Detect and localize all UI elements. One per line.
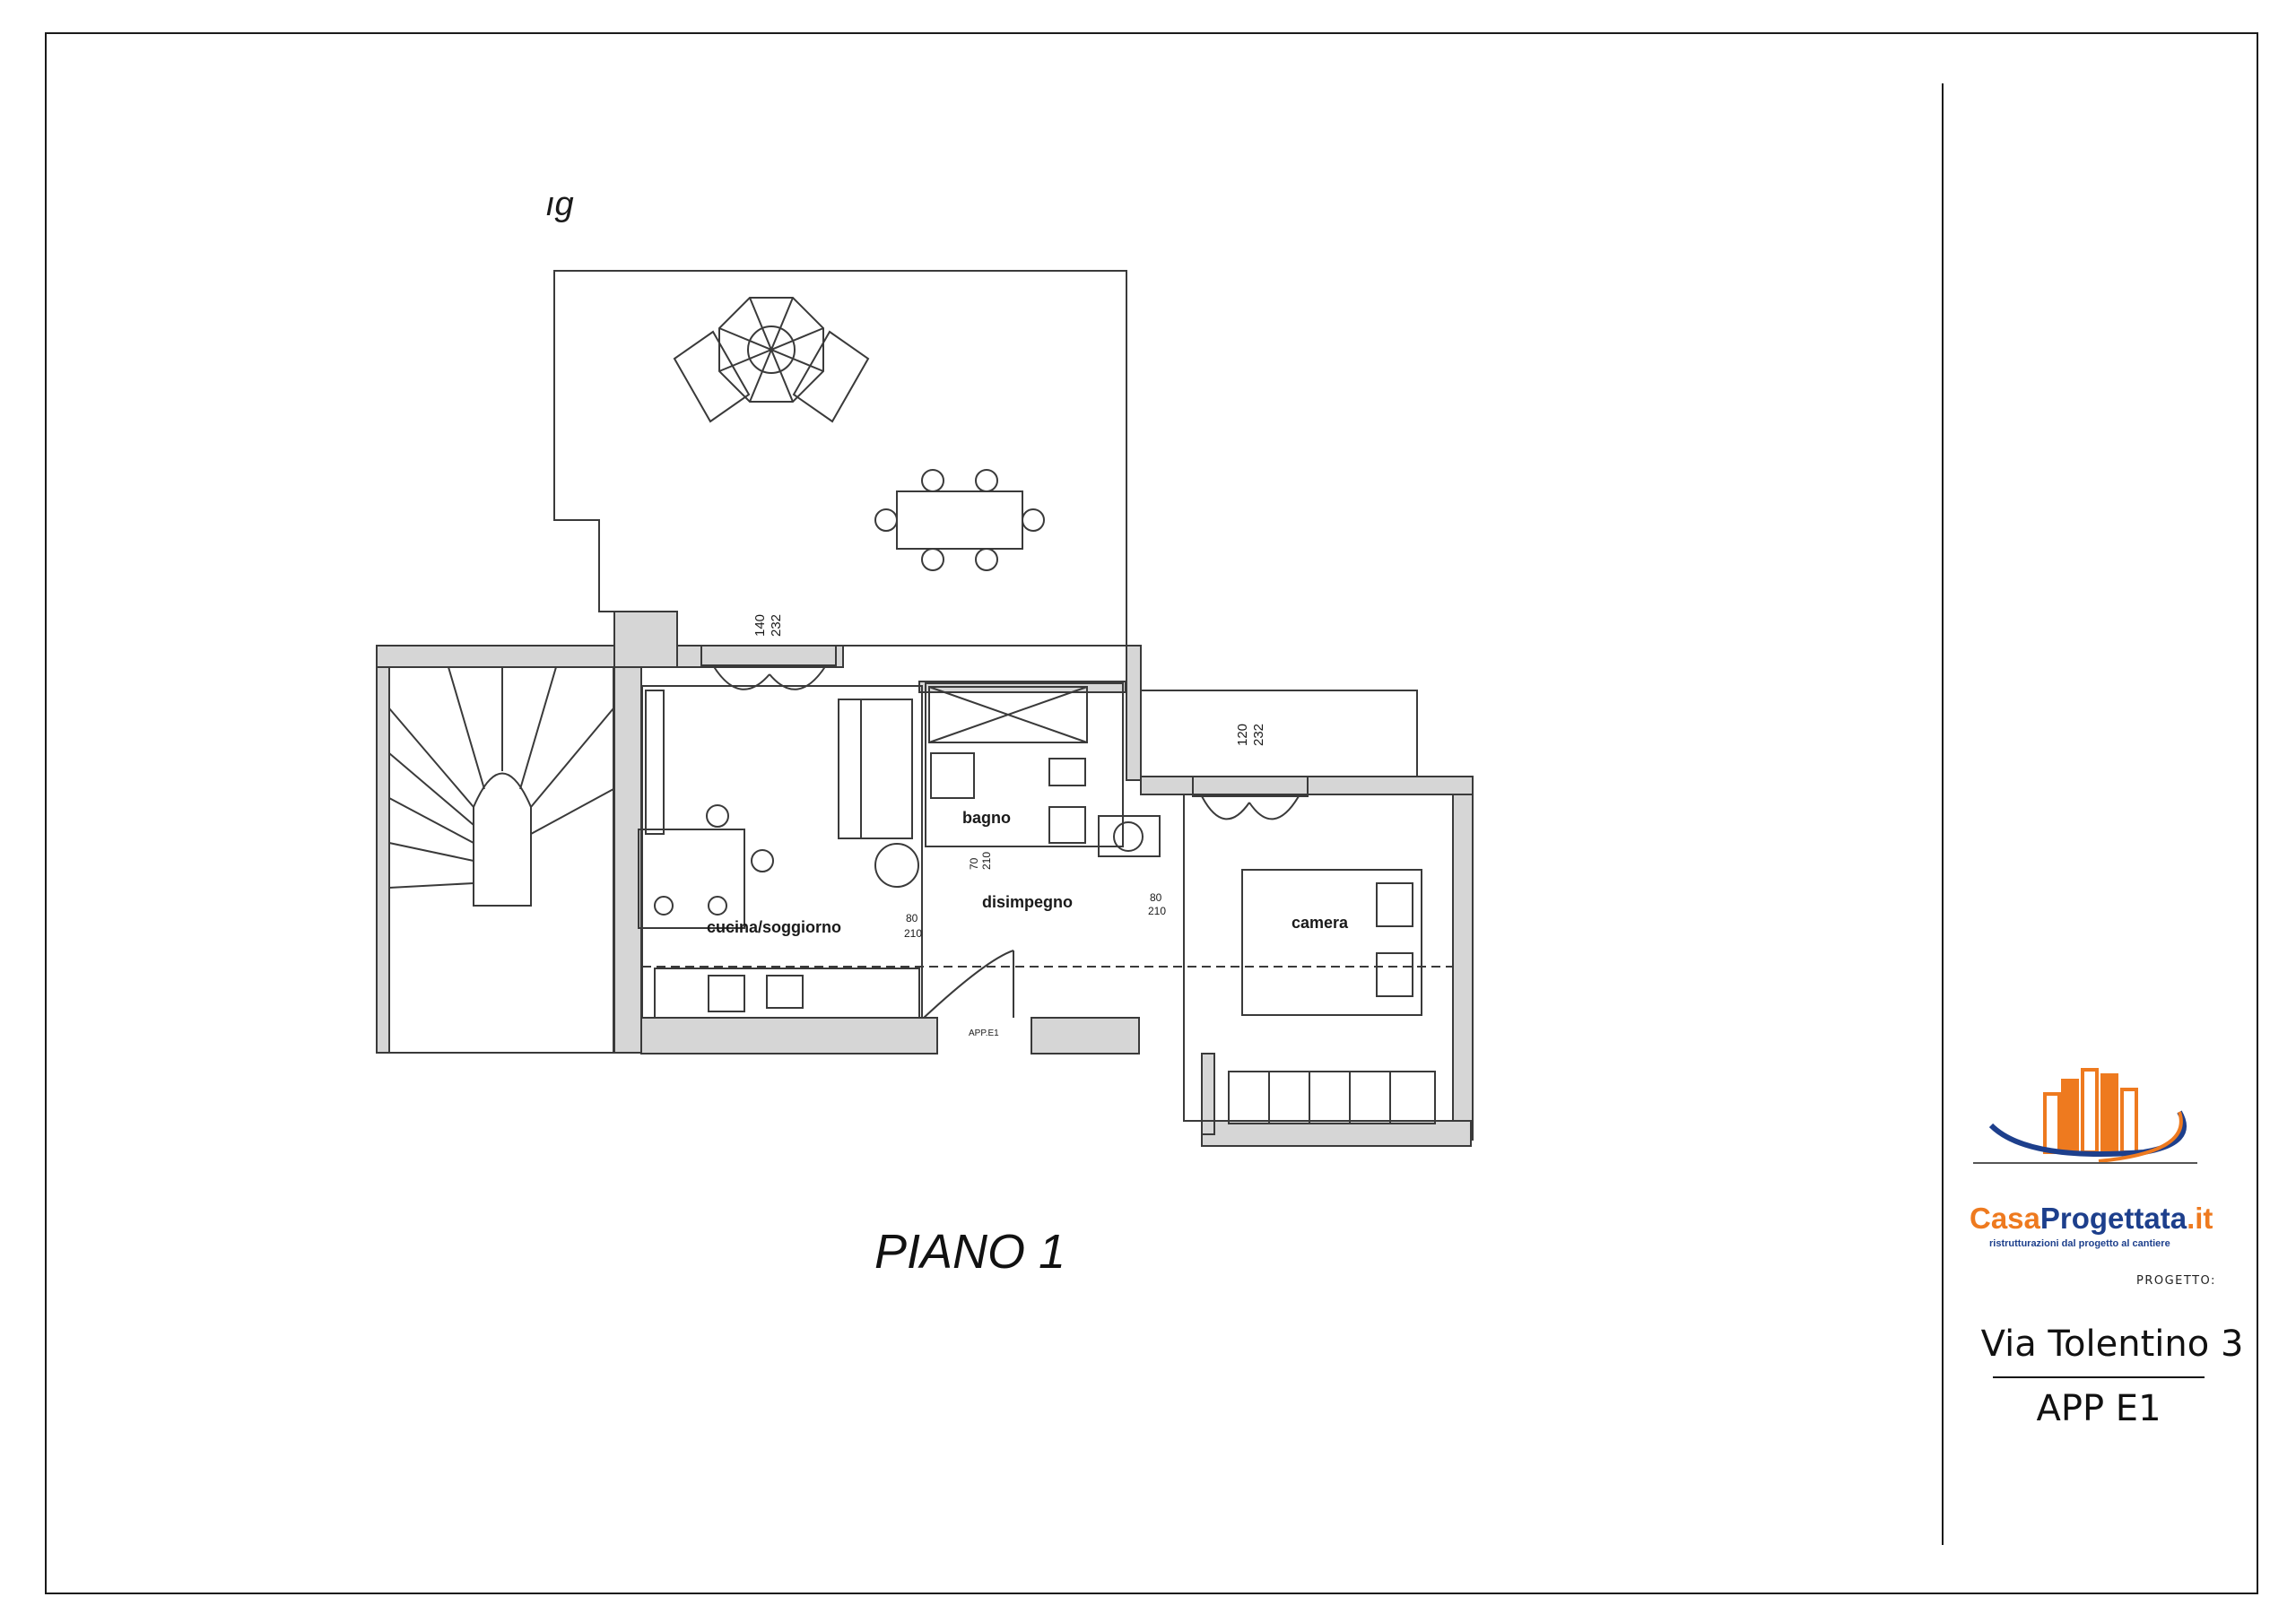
dim-window2-w: 120 (1235, 724, 1250, 746)
company-brand: CasaProgettata.it (1970, 1202, 2213, 1236)
entry-door-swing (923, 950, 1014, 1019)
bidet (1048, 758, 1086, 786)
project-address: Via Tolentino 3 (1980, 1324, 2244, 1365)
double-bed (1241, 869, 1422, 1016)
washbasin (930, 752, 975, 799)
floor-title: PIANO 1 (874, 1225, 1066, 1279)
washing-machine (1098, 815, 1161, 857)
title-block-divider (1942, 83, 1944, 1545)
dining-table (638, 829, 745, 929)
dim-door-kitchen-h: 210 (904, 927, 922, 940)
project-label: PROGETTO: (2136, 1274, 2216, 1288)
project-unit: APP E1 (2036, 1388, 2161, 1429)
bathroom-room (925, 682, 1124, 847)
dim-door-kitchen-w: 80 (906, 912, 918, 924)
round-rug (874, 843, 919, 888)
brand-part3: .it (2187, 1202, 2213, 1235)
cooktop (708, 975, 745, 1012)
brand-part2: Progettata (2039, 1202, 2187, 1235)
room-label-kitchen: cucina/soggiorno (707, 918, 841, 936)
partial-label: ıg (545, 186, 574, 223)
dim-window2-h: 232 (1251, 724, 1266, 746)
terrace-outline (553, 270, 1127, 647)
unit-tag: APP.E1 (969, 1028, 999, 1038)
room-label-hall: disimpegno (982, 893, 1073, 911)
company-tagline: ristrutturazioni dal progetto al cantier… (1989, 1238, 2170, 1249)
lounge-chair-left (673, 330, 751, 423)
drawing-frame (45, 32, 2258, 1594)
lounge-chair-right (792, 330, 870, 423)
window-kitchen (700, 645, 837, 666)
kitchen-counter (654, 968, 920, 1019)
sink (766, 975, 804, 1009)
bedroom-room (1183, 794, 1454, 1122)
walls (376, 611, 1474, 1147)
room-label-bath: bagno (962, 809, 1011, 827)
stair-core (473, 772, 532, 907)
room-label-bedroom: camera (1292, 914, 1349, 932)
wardrobe (1228, 1071, 1436, 1124)
dim-window1-h: 232 (769, 614, 784, 637)
fridge-column (645, 690, 665, 835)
parasol-center (747, 325, 796, 374)
dim-window1-w: 140 (752, 614, 768, 637)
sofa (838, 699, 913, 839)
dim-door-bath-h: 210 (980, 852, 993, 870)
project-rule (1993, 1376, 2205, 1378)
dim-door-bed-h: 210 (1148, 905, 1166, 917)
terrace-table (896, 490, 1023, 550)
window-bedroom (1192, 776, 1309, 797)
dim-door-bath-w: 70 (968, 857, 980, 870)
balcony-outline (1141, 690, 1418, 777)
toilet (1048, 806, 1086, 844)
company-logo-icon (1973, 1068, 2197, 1164)
brand-part1: Casa (1970, 1202, 2040, 1235)
shower (928, 686, 1088, 743)
dim-door-bed-w: 80 (1150, 891, 1162, 904)
